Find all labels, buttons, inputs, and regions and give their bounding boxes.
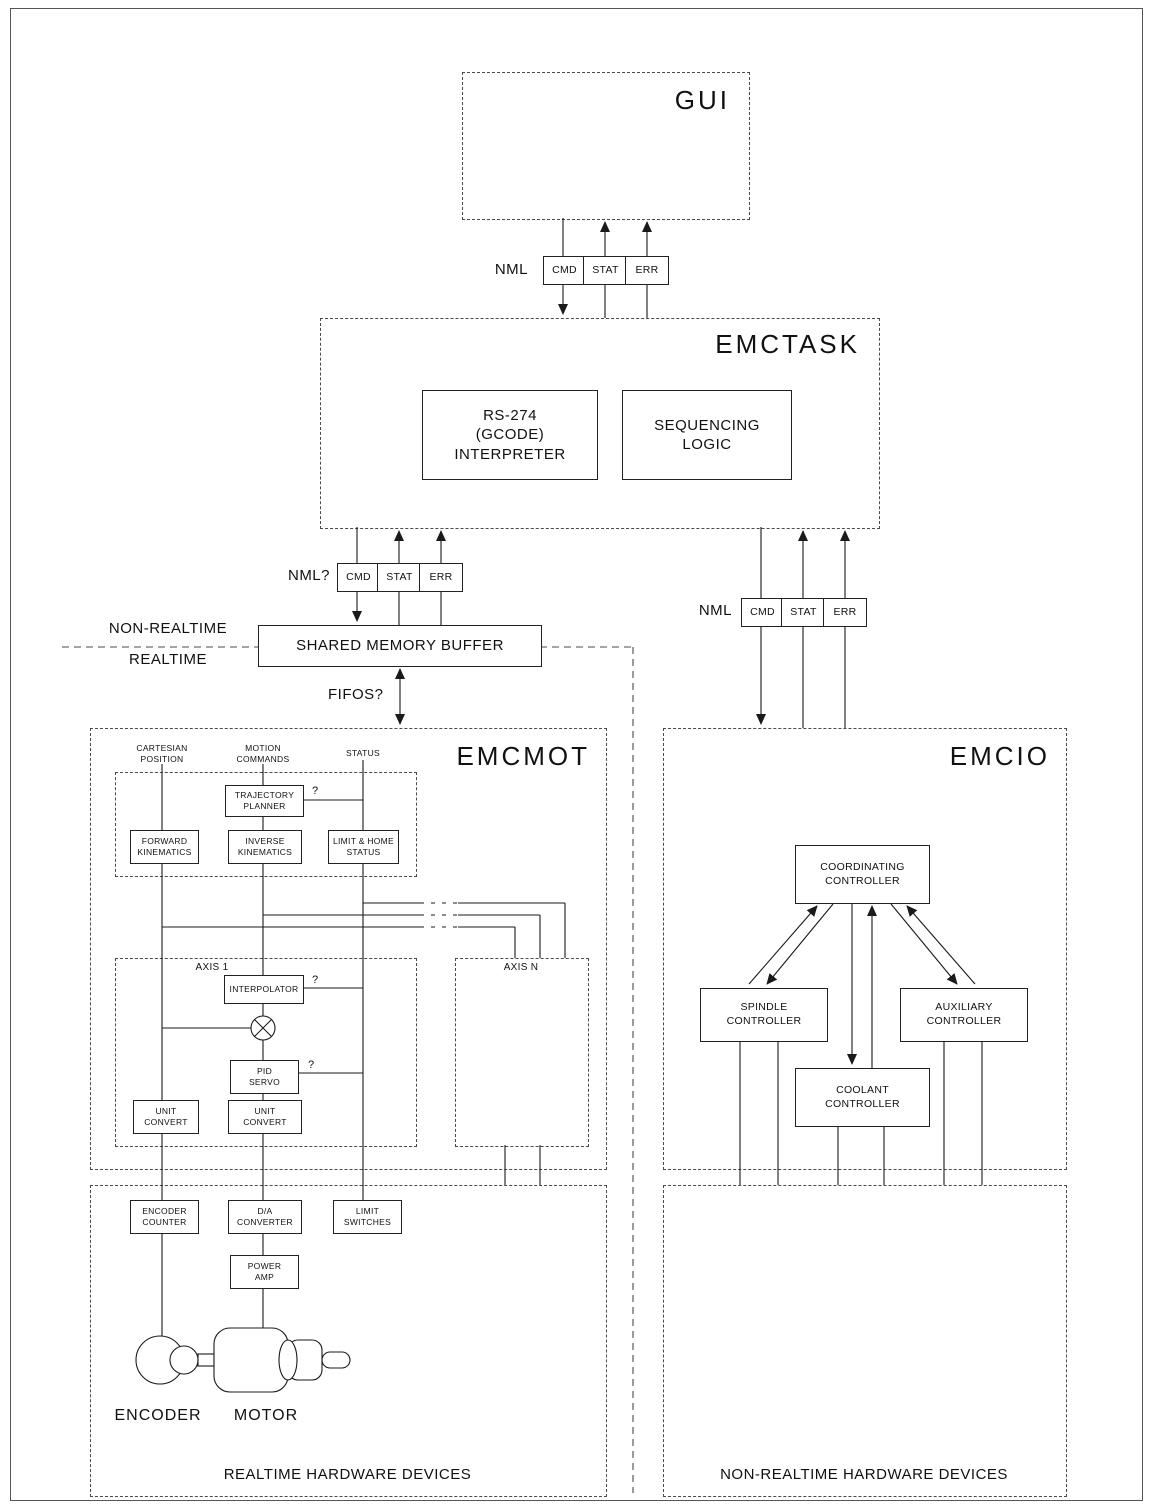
emctask-box [320, 318, 880, 529]
nml-left-err-box: ERR [419, 563, 463, 592]
trajectory-planner-box: TRAJECTORY PLANNER [225, 785, 304, 817]
gui-title: GUI [674, 85, 730, 115]
emcio-title: EMCIO [949, 741, 1050, 771]
unit-convert-right-box: UNIT CONVERT [228, 1100, 302, 1134]
coordinating-controller-box: COORDINATING CONTROLLER [795, 845, 930, 904]
axis-n-branch-lines [162, 902, 566, 1185]
nml-top-label: NML [494, 261, 528, 278]
question-mark-trajectory: ? [312, 785, 319, 797]
motor-label: MOTOR [233, 1407, 299, 1424]
unit-convert-left-box: UNIT CONVERT [133, 1100, 199, 1134]
axisn-label: AXIS N [503, 962, 539, 973]
nml-right-cmd-box: CMD [741, 598, 784, 627]
non-realtime-label: NON-REALTIME [108, 620, 228, 637]
spindle-controller-box: SPINDLE CONTROLLER [700, 988, 828, 1042]
nml-left-stat-box: STAT [377, 563, 422, 592]
question-mark-interpolator: ? [312, 974, 319, 986]
nml-emctask-emcio-lines [756, 527, 850, 728]
emcio-device-lines [739, 1040, 983, 1185]
status-label: STATUS [345, 748, 381, 758]
gcode-interpreter-box: RS-274 (GCODE) INTERPRETER [422, 390, 598, 480]
nml-top-stat-box: STAT [583, 256, 628, 285]
axis1-label: AXIS 1 [195, 962, 229, 973]
nml-right-label: NML [698, 602, 732, 619]
emcmot-box [90, 728, 607, 1170]
nml-right-stat-box: STAT [781, 598, 826, 627]
motion-commands-label: MOTION COMMANDS [236, 743, 290, 764]
nml-top-cmd-box: CMD [543, 256, 586, 285]
nonrealtime-hardware-label: NON-REALTIME HARDWARE DEVICES [720, 1466, 1008, 1483]
emcmot-title: EMCMOT [456, 741, 590, 771]
emcmot-internal-lines [161, 760, 364, 1336]
cartesian-position-label: CARTESIAN POSITION [136, 743, 188, 764]
realtime-hardware-box [90, 1185, 607, 1497]
limit-switches-box: LIMIT SWITCHES [333, 1200, 402, 1234]
inverse-kinematics-box: INVERSE KINEMATICS [228, 830, 302, 864]
forward-kinematics-box: FORWARD KINEMATICS [130, 830, 199, 864]
realtime-divider [62, 646, 634, 1493]
kinematics-section-box [115, 772, 417, 877]
gui-box [462, 72, 750, 220]
summing-junction-icon [250, 1015, 276, 1041]
emcio-internal-arrows [748, 903, 976, 1068]
pid-servo-box: PID SERVO [230, 1060, 299, 1094]
coolant-controller-box: COOLANT CONTROLLER [795, 1068, 930, 1127]
auxiliary-controller-box: AUXILIARY CONTROLLER [900, 988, 1028, 1042]
nml-left-label: NML? [287, 567, 330, 584]
shared-memory-buffer-box: SHARED MEMORY BUFFER [258, 625, 542, 667]
encoder-motor-drawing [135, 1327, 351, 1393]
question-mark-pid: ? [308, 1059, 315, 1071]
realtime-hardware-label: REALTIME HARDWARE DEVICES [223, 1466, 472, 1483]
encoder-counter-box: ENCODER COUNTER [130, 1200, 199, 1234]
interpolator-box: INTERPOLATOR [224, 975, 304, 1004]
sequencing-logic-box: SEQUENCING LOGIC [622, 390, 792, 480]
nml-top-err-box: ERR [625, 256, 669, 285]
encoder-label: ENCODER [114, 1407, 202, 1424]
nml-left-cmd-box: CMD [337, 563, 380, 592]
power-amp-box: POWER AMP [230, 1255, 299, 1289]
nml-right-err-box: ERR [823, 598, 867, 627]
da-converter-box: D/A CONVERTER [228, 1200, 302, 1234]
nonrealtime-hardware-box [663, 1185, 1067, 1497]
axis1-box [115, 958, 417, 1147]
limit-home-status-box: LIMIT & HOME STATUS [328, 830, 399, 864]
page-frame [10, 8, 1143, 1501]
realtime-label: REALTIME [129, 651, 207, 668]
fifos-label: FIFOS? [328, 686, 384, 703]
emctask-title: EMCTASK [715, 329, 860, 359]
emcio-box [663, 728, 1067, 1170]
axisn-box [455, 958, 589, 1147]
